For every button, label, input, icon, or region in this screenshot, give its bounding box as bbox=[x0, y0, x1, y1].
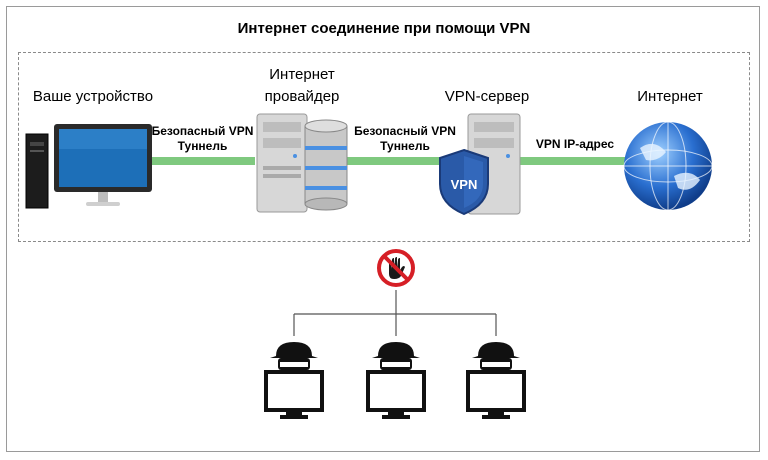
vpn-server-label: VPN-сервер bbox=[444, 88, 530, 105]
device-label: Ваше устройство bbox=[32, 88, 154, 105]
vpn-server-icon: VPN bbox=[439, 113, 521, 216]
no-access-icon bbox=[377, 249, 415, 287]
tunnel-label-1-line2: Туннель bbox=[177, 139, 228, 153]
tunnel-label-2: Безопасный VPN Туннель bbox=[345, 124, 465, 154]
vpn-ip-label: VPN IP-адрес bbox=[535, 137, 615, 151]
connection-area bbox=[18, 52, 750, 242]
hacker-icon-3 bbox=[466, 342, 526, 419]
tunnel-line-3 bbox=[518, 157, 630, 165]
computer-icon bbox=[25, 124, 152, 209]
database-icon bbox=[304, 119, 348, 211]
isp-server-icon bbox=[256, 113, 348, 213]
tunnel-label-1-line1: Безопасный VPN bbox=[151, 124, 254, 138]
isp-label-line1: Интернет bbox=[269, 66, 335, 83]
monitor-stand bbox=[98, 192, 108, 202]
diagram-title: Интернет соединение при помощи VPN bbox=[237, 20, 531, 37]
tunnel-label-1: Безопасный VPN Туннель bbox=[150, 124, 255, 154]
hacker-icon-2 bbox=[366, 342, 426, 419]
pc-tower bbox=[25, 133, 49, 209]
isp-label-line2: провайдер bbox=[264, 88, 340, 105]
tunnel-label-2-line2: Туннель bbox=[380, 139, 430, 153]
globe-icon bbox=[623, 121, 713, 211]
tunnel-line-2 bbox=[346, 157, 466, 165]
tunnel-line-1 bbox=[150, 157, 255, 165]
hacker-icon-1 bbox=[264, 342, 324, 419]
internet-label: Интернет bbox=[637, 88, 703, 105]
shield-text: VPN bbox=[451, 177, 478, 192]
tunnel-label-2-line1: Безопасный VPN bbox=[354, 124, 456, 138]
outer-frame bbox=[6, 6, 760, 452]
